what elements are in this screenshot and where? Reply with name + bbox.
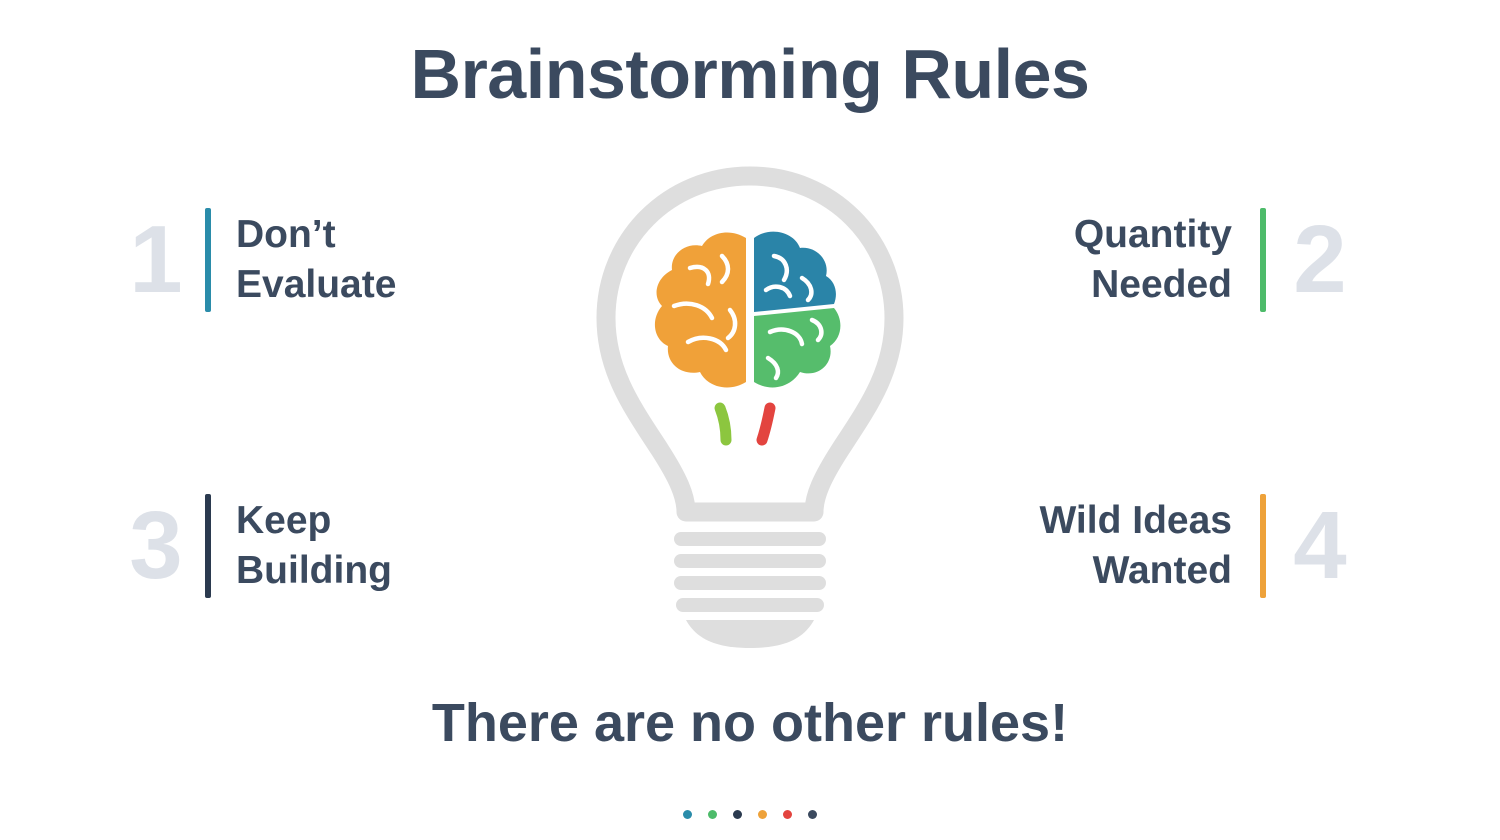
brain-stem-right — [756, 402, 776, 446]
pagination-dot[interactable] — [733, 810, 742, 819]
pagination-dot[interactable] — [708, 810, 717, 819]
rule-label-line: Don’t — [236, 213, 336, 256]
brain-stem-left — [714, 402, 732, 446]
rule-number: 3 — [129, 492, 183, 599]
rule-label-line: Quantity — [1073, 213, 1232, 256]
rule-accent-bar — [1260, 208, 1266, 312]
pagination-dots — [0, 810, 1500, 819]
rule-label: Don’t Evaluate — [236, 210, 396, 310]
bulb-glass — [596, 166, 904, 522]
footer-text: There are no other rules! — [431, 693, 1069, 753]
rule-number: 4 — [1293, 492, 1347, 599]
rule-label-line: Evaluate — [236, 263, 397, 306]
rule-2: Quantity Needed 2 — [1020, 208, 1350, 312]
rule-label-line: Wild Ideas — [1039, 499, 1232, 542]
brain-right-bottom — [754, 308, 841, 388]
rule-4: Wild Ideas Wanted 4 — [1020, 494, 1350, 598]
pagination-dot[interactable] — [683, 810, 692, 819]
rule-label: Quantity Needed — [1074, 210, 1232, 310]
brain-icon — [654, 231, 841, 446]
brain-right-top — [754, 231, 836, 312]
rule-label: Wild Ideas Wanted — [1039, 496, 1232, 596]
rule-label: Keep Building — [236, 496, 392, 596]
rule-accent-bar — [1260, 494, 1266, 598]
rule-accent-bar — [205, 494, 211, 598]
rule-label-line: Building — [236, 549, 392, 592]
rule-label-line: Needed — [1091, 263, 1232, 306]
pagination-dot[interactable] — [758, 810, 767, 819]
pagination-dot[interactable] — [808, 810, 817, 819]
lightbulb-icon — [596, 166, 904, 648]
rule-label-line: Wanted — [1092, 549, 1232, 592]
page-title: Brainstorming Rules — [410, 35, 1090, 113]
rule-number: 1 — [129, 206, 183, 313]
pagination-dot[interactable] — [783, 810, 792, 819]
rule-3: 3 Keep Building — [126, 494, 446, 598]
bulb-base — [674, 532, 826, 648]
rule-label-line: Keep — [236, 499, 332, 542]
rule-1: 1 Don’t Evaluate — [126, 208, 446, 312]
rule-number: 2 — [1293, 206, 1347, 313]
brain-folds — [671, 253, 824, 381]
rule-accent-bar — [205, 208, 211, 312]
